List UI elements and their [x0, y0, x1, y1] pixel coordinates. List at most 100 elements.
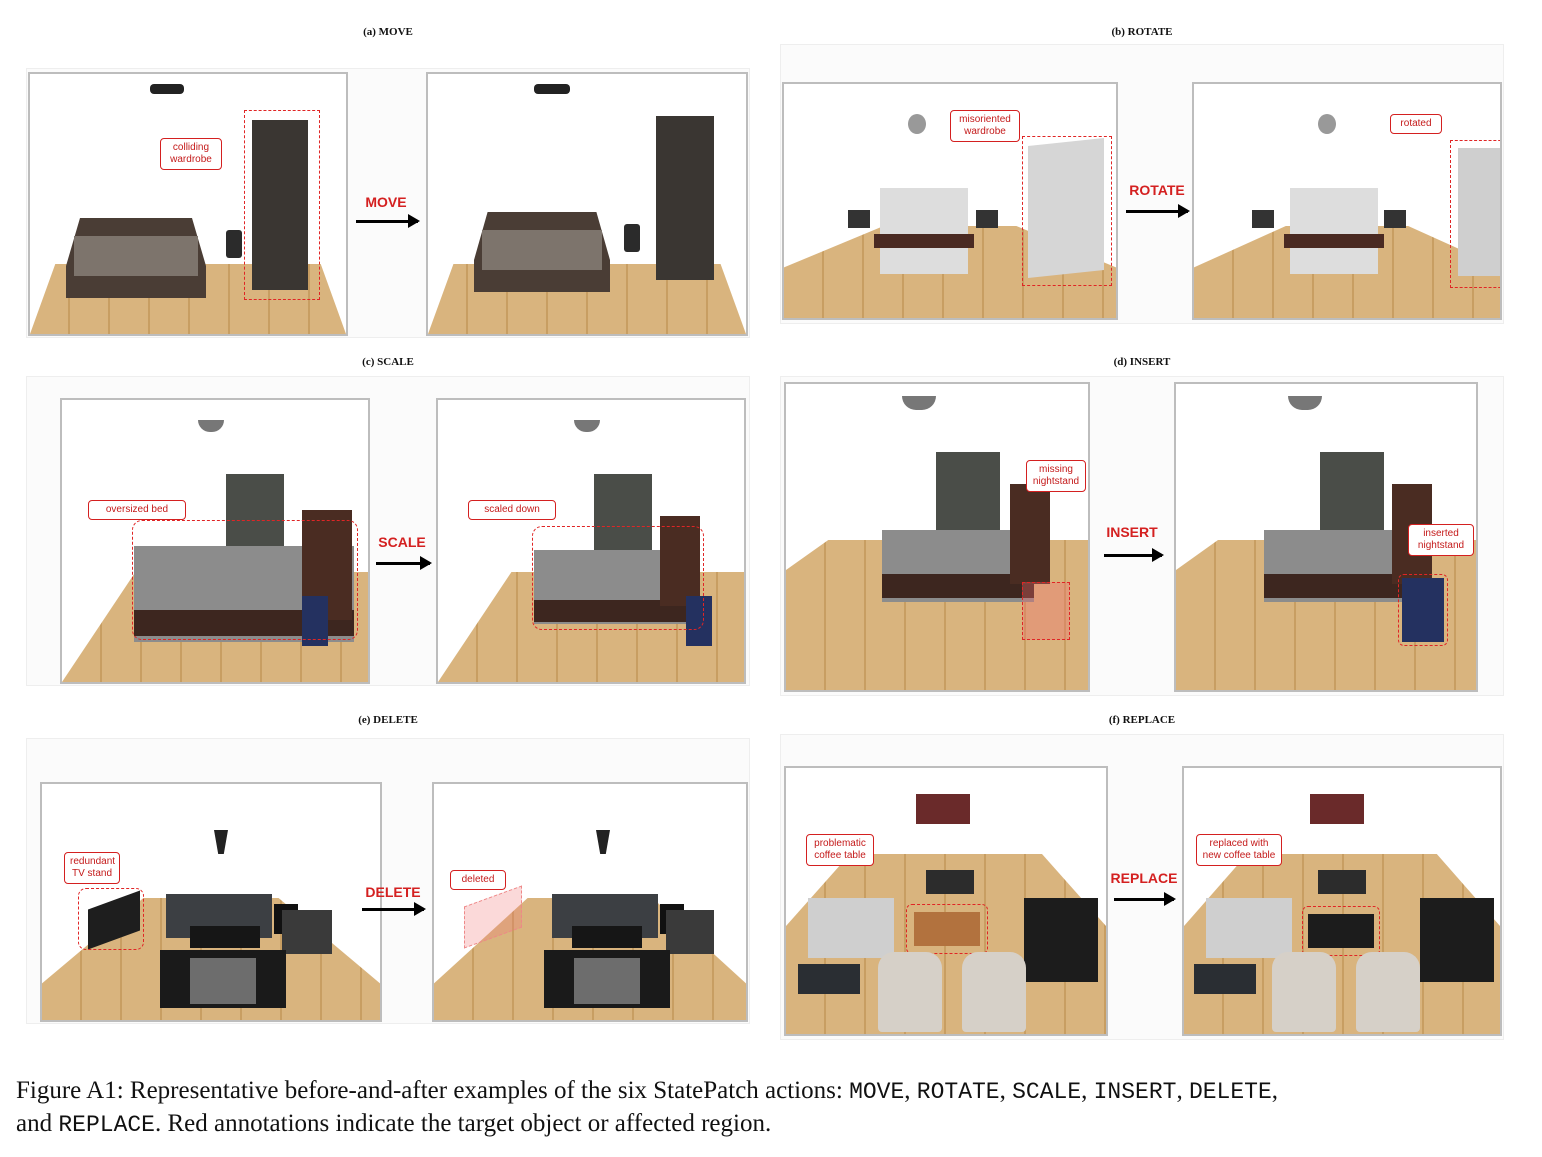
target-highlight — [906, 904, 988, 954]
media-cabinet-panel — [574, 958, 640, 1004]
panel-title: (c) SCALE — [362, 356, 414, 368]
before-scene: missing nightstand — [784, 382, 1090, 692]
after-scene — [426, 72, 748, 336]
nightstand — [1402, 578, 1444, 642]
panel-title: (e) DELETE — [358, 714, 418, 726]
target-highlight — [78, 888, 144, 950]
sofa — [808, 898, 894, 958]
target-highlight — [1450, 140, 1500, 288]
armchair — [666, 910, 714, 954]
annotation-callout: oversized bed — [88, 500, 186, 520]
caption-action: MOVE — [849, 1079, 905, 1105]
target-highlight — [532, 526, 704, 630]
wardrobe — [594, 474, 652, 554]
panel-delete: (e) DELETE redundant TV stand DELETE del… — [26, 714, 750, 1024]
action-arrow — [376, 556, 432, 570]
caption-action: DELETE — [1188, 1079, 1272, 1105]
annotation-callout: inserted nightstand — [1408, 524, 1474, 556]
target-highlight — [1398, 574, 1448, 646]
ceiling-lamp — [574, 420, 600, 432]
armchair — [962, 952, 1026, 1032]
caption-text: and — [16, 1110, 59, 1137]
after-scene: rotated — [1192, 82, 1502, 320]
chandelier — [1310, 794, 1364, 824]
bed — [1290, 188, 1378, 274]
caption-text: Figure A1: Representative before-and-aft… — [16, 1077, 850, 1104]
caption-separator: , — [999, 1077, 1013, 1104]
caption-separator: , — [1081, 1077, 1094, 1104]
bed-base — [874, 234, 974, 248]
panel-scale: (c) SCALE oversized bed SCALE scaled dow… — [26, 356, 750, 686]
armchair — [282, 910, 332, 954]
pendant-lamp — [908, 114, 926, 134]
armchair — [1356, 952, 1420, 1032]
action-arrow — [1114, 892, 1176, 906]
action-arrow — [1104, 548, 1164, 562]
caption-action: ROTATE — [916, 1079, 1000, 1105]
target-highlight — [1022, 136, 1112, 286]
armchair — [1272, 952, 1336, 1032]
panel-title: (f) REPLACE — [1108, 714, 1176, 726]
after-scene: scaled down — [436, 398, 746, 684]
action-label: DELETE — [365, 884, 421, 900]
after-scene: replaced with new coffee table — [1182, 766, 1502, 1036]
tv-console — [1024, 898, 1098, 982]
armchair — [878, 952, 942, 1032]
action-label: ROTATE — [1129, 182, 1185, 198]
after-scene: inserted nightstand — [1174, 382, 1478, 692]
target-highlight — [1302, 906, 1380, 956]
action-arrow — [1126, 204, 1190, 218]
annotation-callout: misoriented wardrobe — [950, 110, 1020, 142]
panel-move: (a) MOVE colliding wardrobe MOVE — [26, 26, 750, 338]
panel-title: (b) ROTATE — [1111, 26, 1173, 38]
annotation-callout: problematic coffee table — [806, 834, 874, 866]
nightstand — [624, 224, 640, 252]
nightstand — [848, 210, 870, 228]
caption-action: REPLACE — [58, 1112, 155, 1138]
bed-sheet — [74, 236, 198, 276]
ceiling-lamp — [198, 420, 224, 432]
bed-frame — [882, 574, 1034, 598]
headboard — [1010, 484, 1050, 584]
pendant-lamp — [214, 830, 228, 854]
coffee-table — [572, 926, 642, 948]
bed-frame — [1264, 574, 1416, 598]
caption-separator: , — [1271, 1077, 1279, 1104]
wardrobe — [1458, 148, 1500, 276]
action-label: REPLACE — [1110, 870, 1178, 886]
coffee-table — [1308, 914, 1374, 948]
before-scene: misoriented wardrobe — [782, 82, 1118, 320]
annotation-callout: colliding wardrobe — [160, 138, 222, 170]
pendant-lamp — [596, 830, 610, 854]
action-label: MOVE — [365, 194, 407, 210]
bench — [798, 964, 860, 994]
nightstand — [1384, 210, 1406, 228]
before-scene: colliding wardrobe — [28, 72, 348, 336]
annotation-callout: scaled down — [468, 500, 556, 520]
caption-action: INSERT — [1093, 1079, 1177, 1105]
bed — [880, 188, 968, 274]
ceiling-lamp — [534, 84, 570, 94]
target-highlight — [244, 110, 320, 300]
caption-action: SCALE — [1012, 1079, 1082, 1105]
after-scene: deleted — [432, 782, 748, 1022]
dining-table — [926, 870, 974, 894]
chandelier — [916, 794, 970, 824]
ceiling-lamp — [1288, 396, 1322, 410]
annotation-callout: missing nightstand — [1026, 460, 1086, 492]
pendant-lamp — [1318, 114, 1336, 134]
panel-replace: (f) REPLACE problematic coffee table REP… — [780, 714, 1504, 1040]
bed-frame — [534, 600, 696, 622]
caption-separator: , — [904, 1077, 917, 1104]
action-arrow — [362, 902, 426, 916]
tv-console — [1420, 898, 1494, 982]
ceiling-lamp — [150, 84, 184, 94]
coffee-table — [914, 912, 980, 946]
annotation-callout: replaced with new coffee table — [1196, 834, 1282, 866]
wardrobe — [656, 116, 714, 280]
nightstand — [1252, 210, 1274, 228]
annotation-callout: rotated — [1390, 114, 1442, 134]
sofa — [1206, 898, 1292, 958]
panel-title: (d) INSERT — [1113, 356, 1171, 368]
bench — [1194, 964, 1256, 994]
